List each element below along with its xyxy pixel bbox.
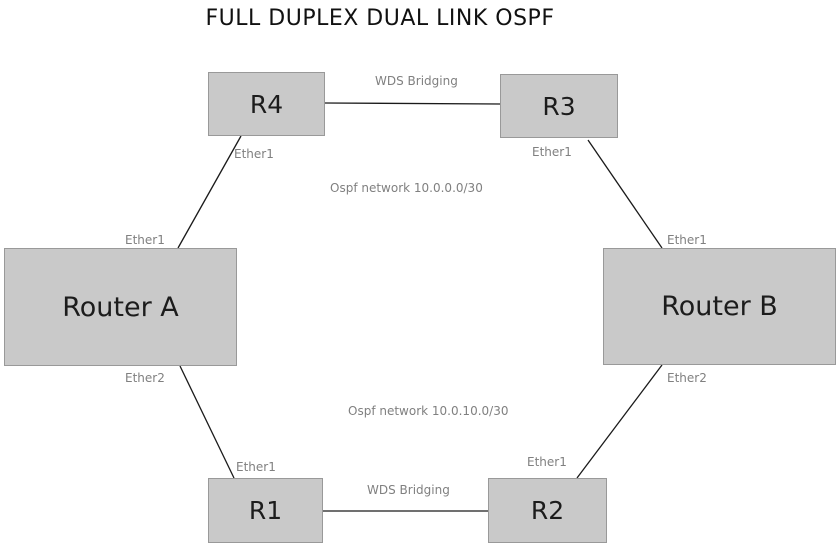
port-label-router-a-ether2: Ether2 bbox=[125, 371, 165, 385]
node-r2-label: R2 bbox=[530, 496, 565, 525]
link-routera-r1 bbox=[179, 365, 235, 479]
port-label-r2-ether1: Ether1 bbox=[527, 455, 567, 469]
node-router-b-label: Router B bbox=[661, 291, 778, 322]
link-label-wds-bridging-bottom: WDS Bridging bbox=[367, 483, 450, 497]
link-routerb-r2 bbox=[576, 364, 663, 479]
port-label-router-a-ether1: Ether1 bbox=[125, 233, 165, 247]
node-router-a[interactable]: Router A bbox=[4, 248, 237, 366]
node-r3[interactable]: R3 bbox=[500, 74, 618, 138]
port-label-r3-ether1: Ether1 bbox=[532, 145, 572, 159]
node-r2[interactable]: R2 bbox=[488, 478, 607, 543]
network-label-ospf-bottom: Ospf network 10.0.10.0/30 bbox=[348, 404, 509, 418]
node-r1-label: R1 bbox=[248, 496, 283, 525]
diagram-title: FULL DUPLEX DUAL LINK OSPF bbox=[205, 6, 555, 31]
port-label-router-b-ether2: Ether2 bbox=[667, 371, 707, 385]
link-routera-r4 bbox=[177, 135, 242, 249]
port-label-r4-ether1: Ether1 bbox=[234, 147, 274, 161]
node-router-b[interactable]: Router B bbox=[603, 248, 836, 365]
node-r4-label: R4 bbox=[249, 89, 284, 119]
node-r1[interactable]: R1 bbox=[208, 478, 323, 543]
node-r4[interactable]: R4 bbox=[208, 72, 325, 136]
port-label-r1-ether1: Ether1 bbox=[236, 460, 276, 474]
link-r3-routerb bbox=[587, 139, 663, 249]
node-r3-label: R3 bbox=[542, 91, 576, 121]
node-router-a-label: Router A bbox=[62, 291, 179, 323]
network-label-ospf-top: Ospf network 10.0.0.0/30 bbox=[330, 181, 483, 195]
link-r4-r3 bbox=[324, 102, 501, 105]
link-label-wds-bridging-top: WDS Bridging bbox=[375, 74, 458, 88]
port-label-router-b-ether1: Ether1 bbox=[667, 233, 707, 247]
